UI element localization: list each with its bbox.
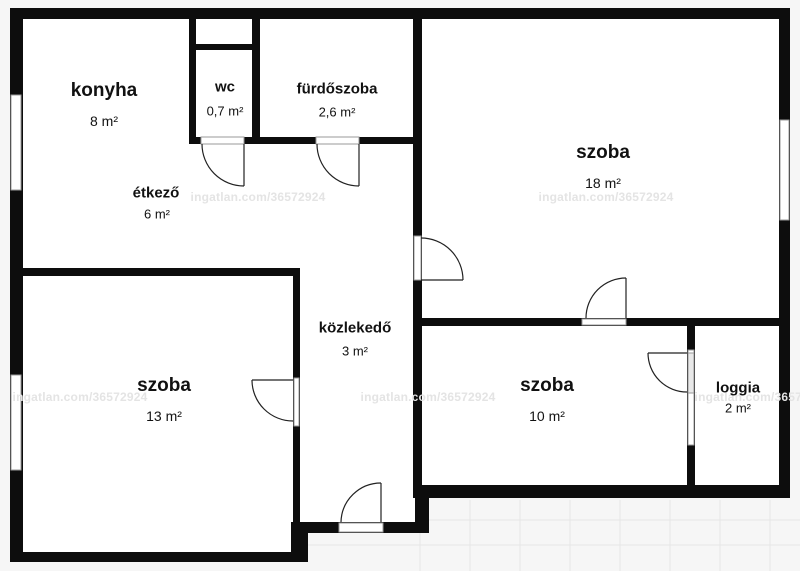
room-name: étkező — [132, 184, 180, 202]
room-name: közlekedő — [318, 319, 392, 337]
room-name: szoba — [520, 375, 574, 396]
floor-area — [10, 8, 790, 562]
watermark: ingatlan.com/36572924 — [694, 390, 800, 404]
room-kozlekedo: közlekedő — [319, 320, 392, 337]
watermark: ingatlan.com/36572924 — [360, 390, 496, 404]
room-name: konyha — [70, 80, 138, 101]
room-area-konyha: 8 m² — [90, 113, 118, 129]
watermark: ingatlan.com/36572924 — [12, 390, 148, 404]
windows — [10, 94, 790, 471]
room-area-szoba-mid: 10 m² — [529, 408, 565, 424]
room-area-etkezo: 6 m² — [144, 206, 170, 222]
window-large-room — [779, 119, 790, 221]
window-left-room — [10, 374, 22, 471]
door-swings — [201, 143, 688, 523]
watermark: ingatlan.com/36572924 — [538, 190, 674, 204]
room-area-szoba-left: 13 m² — [146, 408, 182, 424]
room-szoba-mid: szoba — [520, 375, 574, 397]
room-area-wc: 0,7 m² — [206, 103, 244, 119]
room-name: loggia — [715, 379, 761, 397]
window-kitchen — [10, 94, 22, 191]
room-szoba-left: szoba — [137, 375, 191, 397]
room-wc: wc — [215, 79, 235, 96]
room-area-szoba-large: 18 m² — [585, 175, 621, 191]
room-area-furdoszoba: 2,6 m² — [318, 104, 356, 120]
room-szoba-large: szoba — [576, 142, 630, 164]
room-furdoszoba: fürdőszoba — [297, 81, 378, 98]
door-openings — [200, 136, 695, 533]
room-name: fürdőszoba — [296, 80, 378, 98]
window-loggia — [687, 349, 695, 446]
room-area-loggia: 2 m² — [725, 400, 751, 416]
watermark: ingatlan.com/36572924 — [190, 190, 326, 204]
room-area-kozlekedo: 3 m² — [342, 343, 368, 359]
room-name: szoba — [137, 375, 191, 396]
room-name: wc — [214, 78, 236, 96]
room-loggia: loggia — [716, 380, 760, 397]
room-etkezo: étkező — [133, 185, 180, 202]
room-konyha: konyha — [71, 80, 138, 102]
room-name: szoba — [576, 142, 630, 163]
